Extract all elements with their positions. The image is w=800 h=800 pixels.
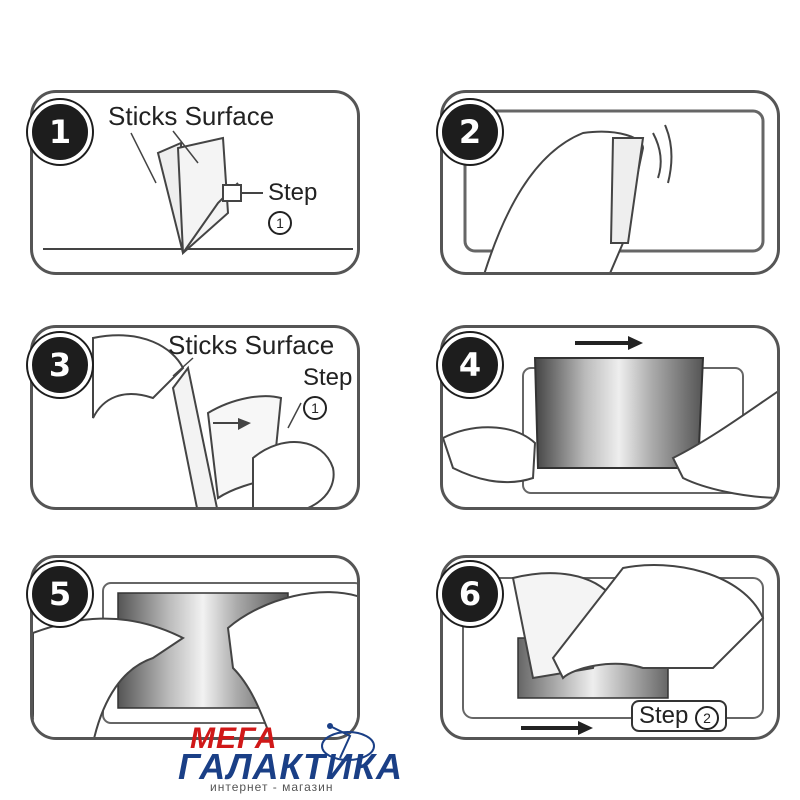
step-label: Step 1 bbox=[303, 364, 352, 420]
step-3-badge: 3 bbox=[28, 333, 92, 397]
globe-icon bbox=[321, 723, 375, 761]
step-1-badge: 1 bbox=[28, 100, 92, 164]
step-1-panel: Sticks Surface Step 1 bbox=[30, 90, 360, 275]
step-number-circle: 1 bbox=[303, 396, 327, 420]
logo-top-text: МЕГА bbox=[190, 722, 278, 755]
step-label: Step 1 bbox=[268, 179, 317, 235]
logo-main-text: ГАЛАКТИКА bbox=[178, 746, 404, 787]
step-2-label-box: Step 2 bbox=[631, 700, 728, 732]
step-6-badge: 6 bbox=[438, 562, 502, 626]
step-6-panel: Step 2 bbox=[440, 555, 780, 740]
brand-logo: МЕГА ГАЛАКТИКА интернет - магазин bbox=[178, 718, 402, 798]
apply-film-illustration bbox=[443, 336, 777, 499]
smooth-film-illustration bbox=[33, 582, 357, 737]
step-number-circle: 2 bbox=[695, 706, 720, 730]
peel-film-illustration bbox=[43, 130, 353, 256]
sticks-surface-label: Sticks Surface bbox=[108, 101, 275, 131]
step-number-circle: 1 bbox=[268, 211, 292, 235]
logo-sub-text: интернет - магазин bbox=[210, 780, 334, 794]
step-4-badge: 4 bbox=[438, 333, 502, 397]
step-2-badge: 2 bbox=[438, 100, 502, 164]
peel-top-film-illustration bbox=[462, 564, 765, 735]
sticks-surface-label: Sticks Surface bbox=[168, 330, 335, 360]
remove-backing-illustration bbox=[92, 334, 335, 507]
device-screen-illustration bbox=[463, 109, 765, 272]
step-5-badge: 5 bbox=[28, 562, 92, 626]
